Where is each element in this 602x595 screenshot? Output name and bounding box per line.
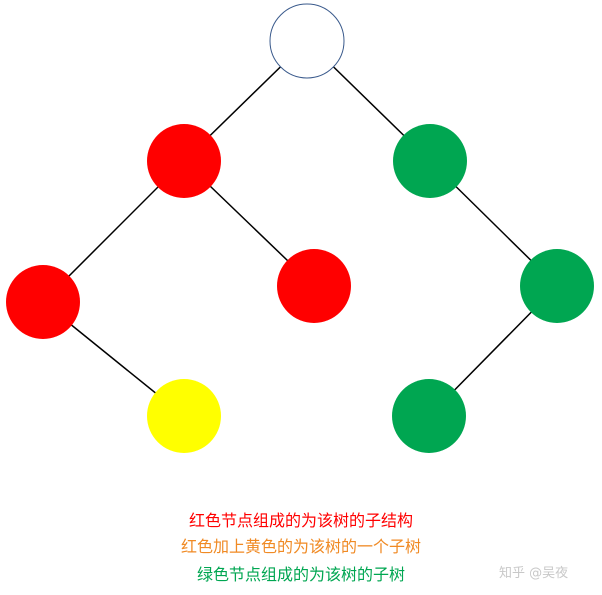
caption-subtree-green: 绿色节点组成的为该树的子树 [196, 565, 405, 584]
tree-node-rrl-green [392, 379, 466, 453]
tree-node-lr-red [277, 249, 351, 323]
tree-node-ll-red [6, 265, 80, 339]
caption-substructure: 红色节点组成的为该树的子结构 [188, 511, 413, 530]
tree-node-llr-yellow [147, 379, 221, 453]
tree-node-rr-green [520, 249, 594, 323]
zhihu-watermark: 知乎 @吴夜 [499, 566, 569, 581]
tree-node-r-green [393, 124, 467, 198]
caption-subtree-red-yellow: 红色加上黄色的为该树的一个子树 [180, 537, 421, 556]
tree-node-root-white [269, 3, 345, 79]
tree-node-l-red [147, 124, 221, 198]
